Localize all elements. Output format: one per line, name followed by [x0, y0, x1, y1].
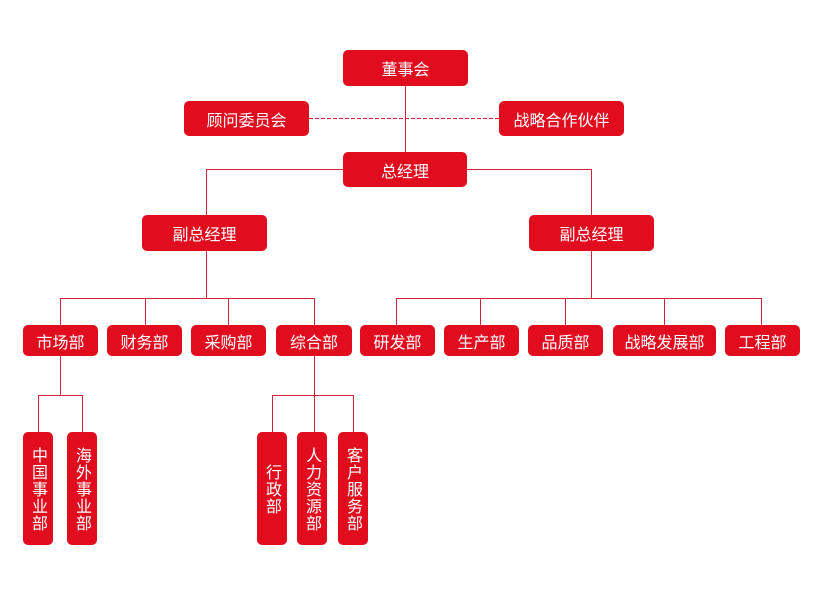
node-sub-overseas: 海外事业部	[67, 432, 97, 545]
node-vgm-left: 副总经理	[142, 215, 267, 251]
node-sub-admin: 行政部	[257, 432, 287, 545]
node-dept-finance: 财务部	[107, 325, 182, 356]
node-gm: 总经理	[343, 152, 467, 187]
node-dept-engineering: 工程部	[725, 325, 800, 356]
node-dept-production: 生产部	[444, 325, 519, 356]
node-dept-rd: 研发部	[360, 325, 435, 356]
node-dept-purchase: 采购部	[191, 325, 266, 356]
node-dept-quality: 品质部	[528, 325, 603, 356]
node-advisory: 顾问委员会	[184, 101, 309, 136]
node-dept-market: 市场部	[23, 325, 98, 356]
node-sub-china: 中国事业部	[23, 432, 53, 545]
node-sub-hr: 人力资源部	[297, 432, 327, 545]
line-gm-vgm-left	[206, 169, 343, 215]
node-partners: 战略合作伙伴	[499, 101, 624, 136]
node-dept-strategy: 战略发展部	[613, 325, 716, 356]
node-dept-general: 综合部	[276, 325, 352, 356]
node-sub-cs: 客户服务部	[338, 432, 368, 545]
node-board: 董事会	[343, 50, 468, 86]
line-gm-vgm-right	[467, 169, 592, 215]
node-vgm-right: 副总经理	[529, 215, 654, 251]
